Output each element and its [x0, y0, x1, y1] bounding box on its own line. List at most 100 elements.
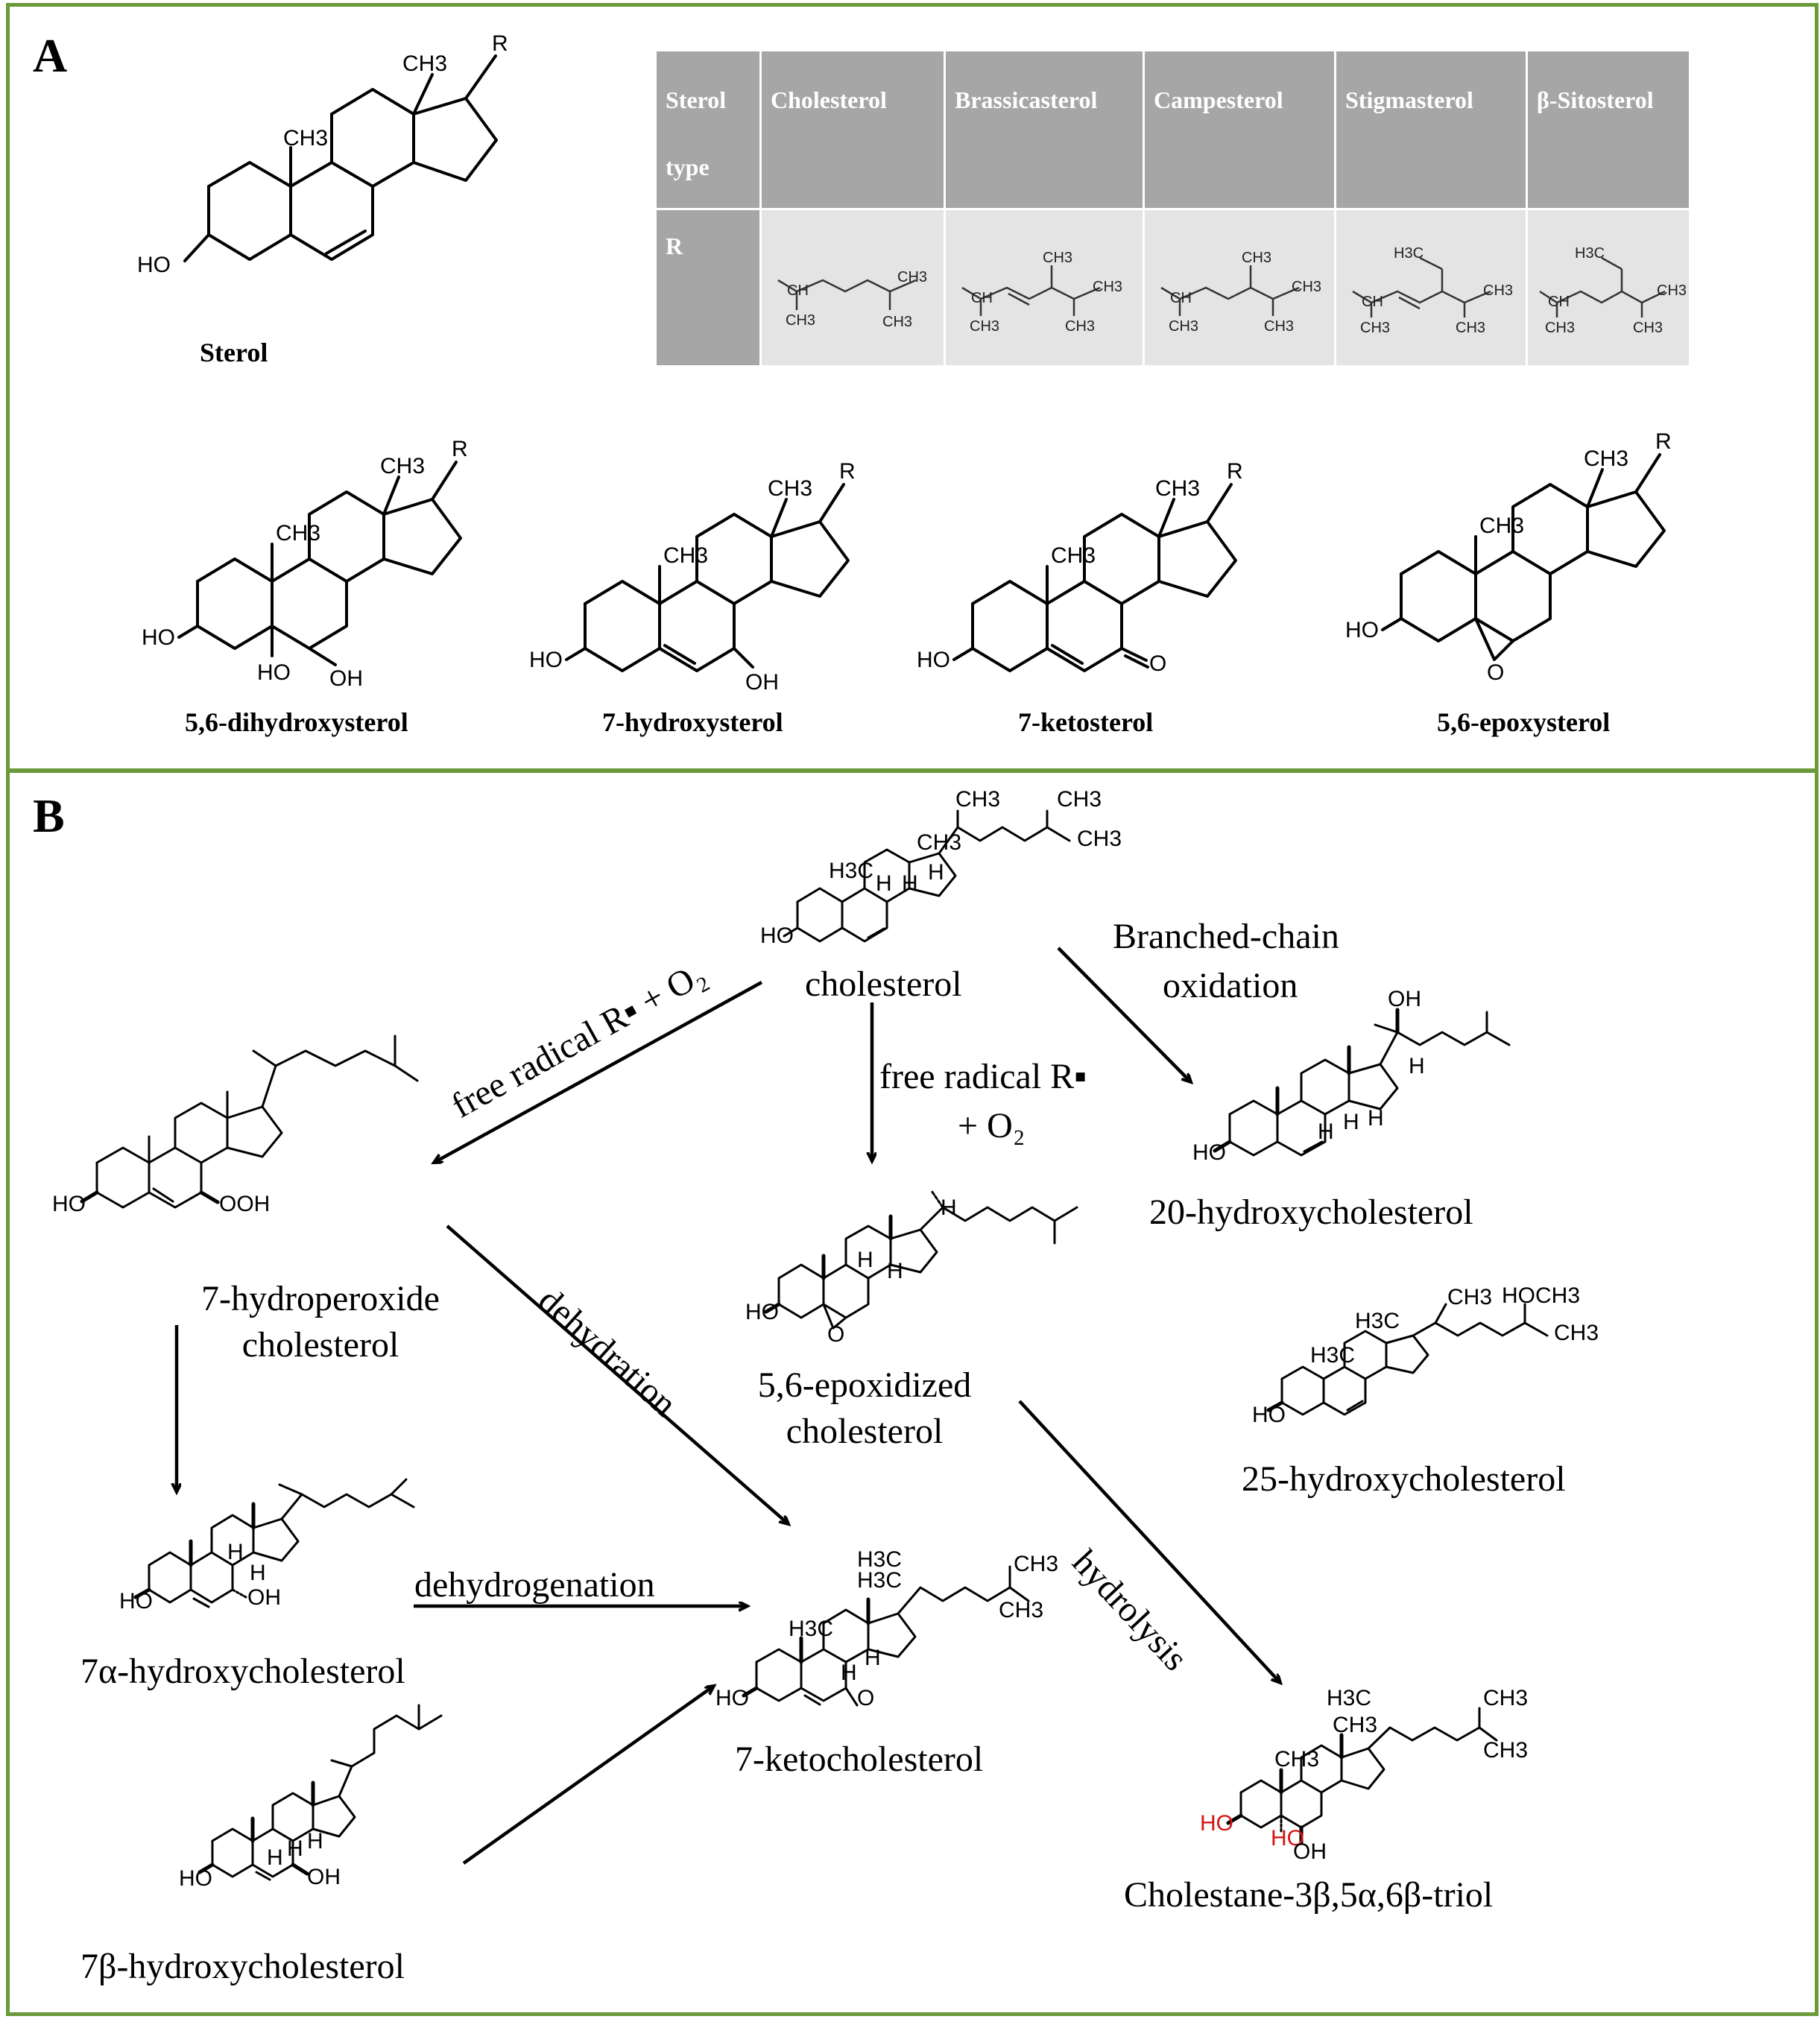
h-label: H [857, 1248, 873, 1272]
ch3-label: CH3 [1155, 476, 1200, 501]
ho-label: HO [257, 660, 291, 685]
r-brassicasterol: CH CH3 CH3 CH3 CH3 [946, 210, 1143, 365]
h-label: H [865, 1646, 881, 1670]
h3c-label: H3C [857, 1547, 902, 1572]
arrow-epoxidized-to-triol [1018, 1400, 1280, 1683]
ch3-label: CH3 [1360, 320, 1390, 336]
hydroxy25-structure: HO H3C H3C CH3 HO CH3 CH3 [1252, 1283, 1599, 1427]
ch3-label: CH3 [1447, 1285, 1492, 1309]
hydroperoxide-structure: HO OOH [52, 1034, 419, 1216]
arrow-cholesterol-to-hydroxy20 [1057, 947, 1191, 1082]
sterol-structure: CH3 CH3 R HO [137, 31, 508, 277]
arrow-hydroperoxide-to-keto [446, 1225, 789, 1524]
o-label: O [857, 1686, 874, 1710]
r-label: R [1655, 429, 1672, 454]
ch3-label: CH3 [970, 318, 999, 335]
dihydroxysterol-label: 5,6-dihydroxysterol [185, 707, 408, 737]
ch3-label: CH3 [897, 269, 927, 285]
r-cholesterol: CH CH3 CH3 CH3 [762, 210, 944, 365]
r-stigmasterol: H3C CH CH3 CH3 CH3 [1336, 210, 1526, 365]
ch3-label: CH3 [380, 454, 425, 478]
ho-label: HO [142, 625, 175, 650]
ch3-label: CH3 [1077, 827, 1122, 851]
hydroxy20-structure: HO OH H H H H [1192, 987, 1511, 1165]
arrow-beta-to-keto [462, 1686, 714, 1865]
ch3-label: CH3 [1483, 282, 1513, 299]
h3c-label: H3C [789, 1617, 833, 1641]
epoxysterol-structure: CH3 CH3 R HO O [1345, 429, 1672, 685]
o-label: O [827, 1322, 844, 1347]
ho-label: HO [1502, 1283, 1535, 1308]
dihydroxysterol-structure: CH3 CH3 R HO HO OH [142, 437, 468, 691]
h3c-label: H3C [1310, 1343, 1355, 1368]
h-label: H [902, 871, 918, 896]
dehydrogenation-label: dehydrogenation [414, 1565, 655, 1605]
r-label: R [452, 437, 468, 461]
r-campesterol: CH CH3 CH3 CH3 CH3 [1145, 210, 1334, 365]
h-label: H [250, 1561, 266, 1585]
hydroxy25-label: 25-hydroxycholesterol [1242, 1459, 1566, 1499]
table-header-cholesterol: Cholesterol [762, 51, 944, 208]
ch3-label: CH3 [1065, 318, 1095, 335]
r-sitosterol: H3C CH CH3 CH3 CH3 [1528, 210, 1689, 365]
ketosterol-label: 7-ketosterol [1018, 707, 1154, 737]
hydroxysterol-label: 7-hydroxysterol [602, 707, 783, 737]
h3c-label: H3C [1327, 1686, 1371, 1710]
h-label: H [287, 1836, 303, 1861]
ch3-label: CH3 [1242, 250, 1271, 266]
epoxidized-label: 5,6-epoxidized cholesterol [757, 1365, 972, 1452]
triol-structure: HO HO OH CH3 CH3 H3C CH3 CH3 [1200, 1686, 1528, 1864]
epoxysterol-label: 5,6-epoxysterol [1437, 707, 1611, 737]
r-label: R [839, 459, 856, 484]
beta-hydroxy-structure: HO OH H H H [179, 1704, 443, 1891]
ketocholesterol-structure: HO O H3C H3C H3C CH3 CH3 H H [715, 1547, 1058, 1710]
ch3-label: CH3 [786, 312, 815, 329]
sterol-label: Sterol [200, 338, 268, 367]
ch3-label: CH3 [1545, 320, 1575, 336]
ch3-label: CH3 [1043, 250, 1072, 266]
ch3-label: CH3 [1274, 1747, 1319, 1772]
h-label: H [307, 1829, 323, 1854]
ho-label: HO [1252, 1403, 1286, 1427]
free-radical-mid-label-1: free radical R▪ [879, 1057, 1087, 1096]
o-label: O [1487, 660, 1504, 685]
ho-label: HO [760, 923, 794, 948]
oh-label: OH [745, 670, 779, 695]
ch-label: CH [787, 282, 809, 299]
ch-label: CH [971, 290, 993, 306]
table-header-sitosterol: β-Sitosterol [1528, 51, 1689, 208]
ho-label: HO [1192, 1140, 1226, 1165]
hydroxysterol-structure: CH3 CH3 R HO OH [529, 459, 856, 695]
table-header-campesterol: Campesterol [1145, 51, 1334, 208]
ch-label: CH [1170, 290, 1192, 306]
ho-label: HO [179, 1866, 212, 1891]
ch3-label: CH3 [1057, 787, 1102, 812]
ch-label: CH [1548, 294, 1570, 310]
h3c-label: H3C [829, 859, 873, 883]
ho-label: HO [1200, 1811, 1233, 1836]
o-label: O [1149, 651, 1166, 676]
epoxidized-structure: HO O H H H [745, 1189, 1078, 1347]
hydroxy20-label: 20-hydroxycholesterol [1149, 1192, 1473, 1232]
h-label: H [1343, 1110, 1359, 1134]
c18-methyl-label: CH3 [402, 51, 447, 76]
panel-b-letter: B [33, 789, 65, 842]
ch3-label: CH3 [276, 521, 320, 546]
alpha-hydroxy-label: 7α-hydroxycholesterol [80, 1652, 405, 1691]
ch3-label: CH3 [955, 787, 1000, 812]
ho-label: HO [52, 1192, 86, 1216]
table-header-stigmasterol: Stigmasterol [1336, 51, 1526, 208]
h-label: H [887, 1259, 903, 1283]
hydroperoxide-label: 7-hydroperoxide cholesterol [201, 1279, 440, 1365]
cholesterol-structure: HO H3C CH3 CH3 CH3 CH3 H H H [760, 787, 1122, 948]
ch3-label: CH3 [1535, 1283, 1580, 1308]
h-label: H [1318, 1119, 1334, 1144]
panel-b [6, 769, 1819, 2016]
h3c-label: H3C [1575, 245, 1605, 262]
h3c-label: H3C [1394, 245, 1424, 262]
alpha-hydroxy-structure: HO OH H H [119, 1478, 415, 1614]
ch3-label: CH3 [663, 543, 708, 568]
ho-label: HO [715, 1686, 749, 1710]
ch3-label: CH3 [1633, 320, 1663, 336]
